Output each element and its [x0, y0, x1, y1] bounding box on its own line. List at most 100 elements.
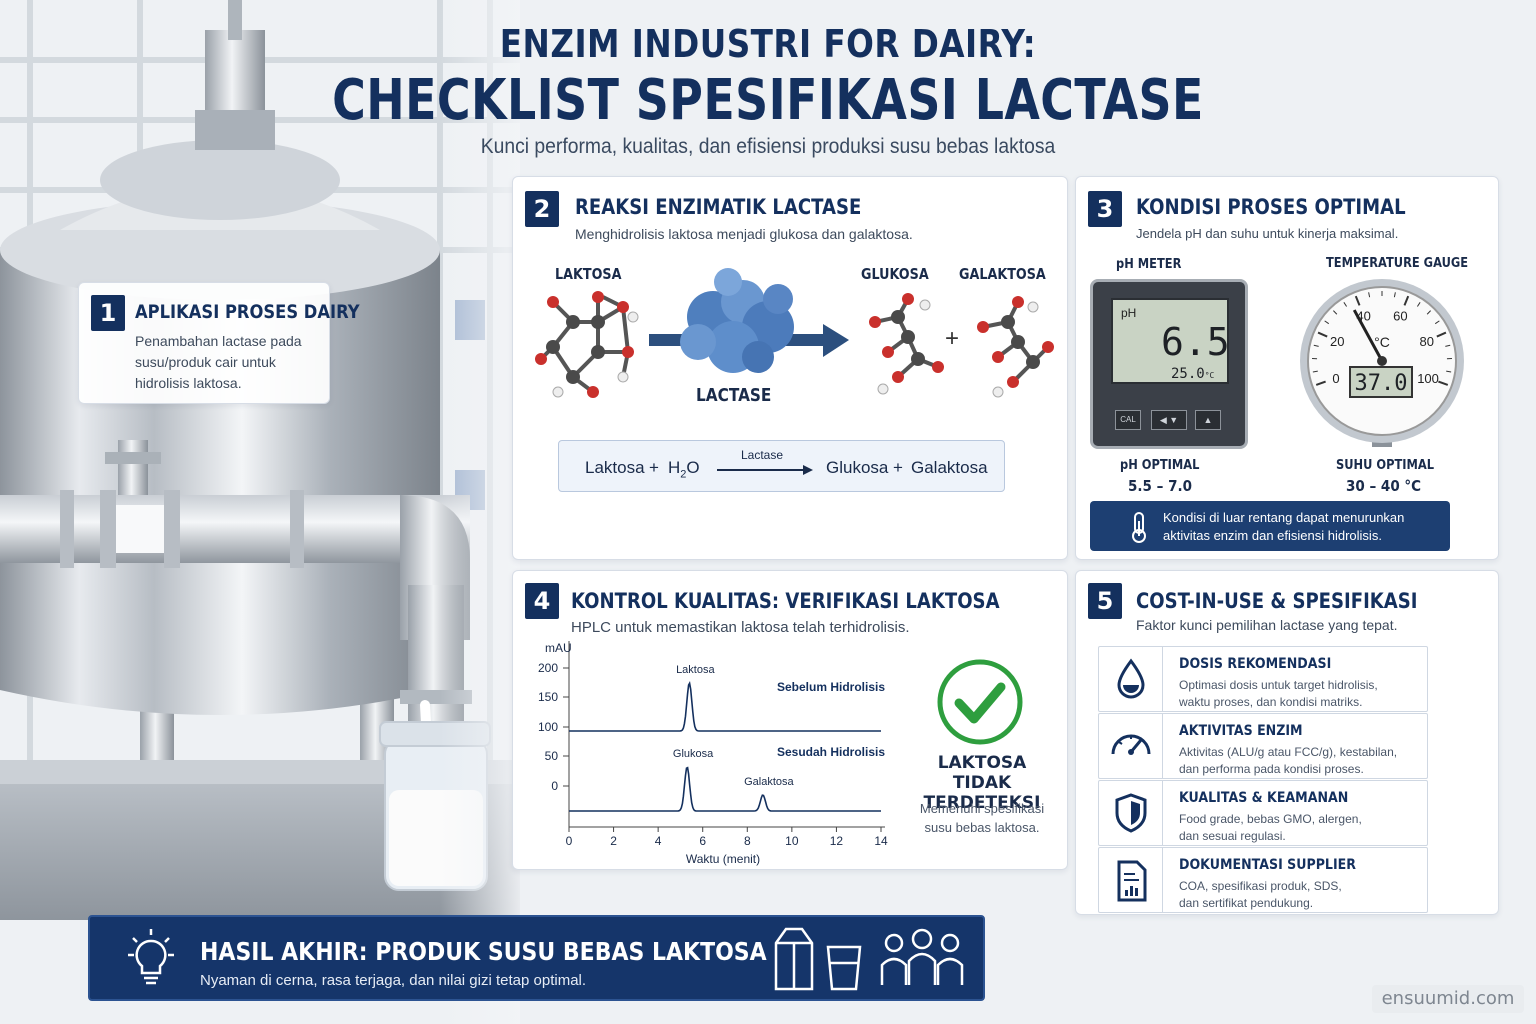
page-title-line2: CHECKLIST SPESIFIKASI LACTASE	[332, 68, 1204, 133]
card-reaksi-enzimatik: 2 REAKSI ENZIMATIK LACTASE Menghidrolisi…	[512, 176, 1068, 560]
gauge-tick	[1313, 344, 1319, 347]
series-label: Sesudah Hidrolisis	[777, 745, 885, 759]
warning-text: Kondisi di luar rentang dapat menurunkan…	[1163, 510, 1405, 543]
card4-title: KONTROL KUALITAS: VERIFIKASI LAKTOSA	[571, 589, 1000, 613]
gauge-tick	[1315, 380, 1326, 386]
x-axis-label: Waktu (menit)	[686, 852, 760, 866]
spec-icon-cell	[1099, 647, 1163, 711]
spec-title: AKTIVITAS ENZIM	[1179, 723, 1303, 739]
x-tick-label: 8	[744, 834, 751, 848]
x-tick-label: 10	[785, 834, 799, 848]
gauge-tick	[1436, 331, 1447, 338]
glass-icon	[826, 945, 862, 991]
gauge-unit: °C	[1374, 334, 1390, 350]
ph-meter-device: pH 6.5 25.0°C CAL ◀ ▼ ▲	[1090, 279, 1248, 449]
gauge-tick	[1312, 370, 1318, 373]
spec-desc: Food grade, bebas GMO, alergen,dan sesua…	[1179, 812, 1362, 843]
gauge-needle	[1352, 309, 1384, 362]
spec-dokumentasi: DOKUMENTASI SUPPLIER COA, spesifikasi pr…	[1098, 847, 1428, 913]
result-banner: HASIL AKHIR: PRODUK SUSU BEBAS LAKTOSA N…	[88, 915, 985, 1001]
peak-label: Glukosa	[673, 748, 714, 760]
card-cost-in-use: 5 COST-IN-USE & SPESIFIKASI Faktor kunci…	[1075, 570, 1499, 915]
ph-arrow-buttons[interactable]: ◀ ▼	[1151, 410, 1187, 430]
card-kontrol-kualitas: 4 KONTROL KUALITAS: VERIFIKASI LAKTOSA H…	[512, 570, 1068, 870]
down-arrow-icon: ▼	[1169, 415, 1179, 425]
card1-line: hidrolisis laktosa.	[135, 375, 242, 391]
card5-subtitle: Faktor kunci pemilihan lactase yang tepa…	[1136, 617, 1398, 633]
ph-up-button[interactable]: ▲	[1195, 410, 1221, 430]
card1-title: APLIKASI PROSES DAIRY	[135, 301, 360, 323]
gauge-label: TEMPERATURE GAUGE	[1326, 256, 1469, 271]
spec-desc: COA, spesifikasi produk, SDS,dan sertifi…	[1179, 879, 1342, 910]
y-tick-label: 50	[545, 749, 559, 763]
lightbulb-icon	[128, 929, 174, 985]
y-tick-label: 200	[538, 661, 558, 675]
card5-title: COST-IN-USE & SPESIFIKASI	[1136, 589, 1418, 613]
lactose-atoms	[535, 291, 639, 398]
x-tick-label: 0	[566, 834, 573, 848]
ph-value: 6.5	[1161, 320, 1230, 364]
card3-subtitle: Jendela pH dan suhu untuk kinerja maksim…	[1136, 226, 1399, 241]
spec-title: DOKUMENTASI SUPPLIER	[1179, 857, 1356, 873]
card3-number-badge: 3	[1088, 191, 1122, 227]
gauge-tick	[1434, 320, 1440, 325]
card3-title: KONDISI PROSES OPTIMAL	[1136, 195, 1406, 219]
gauge-tick-label: 100	[1417, 371, 1439, 386]
ph-meter-screen: pH 6.5 25.0°C	[1111, 298, 1230, 384]
speedometer-icon	[1111, 734, 1151, 755]
eq-plus: +	[893, 458, 903, 477]
series-label: Sebelum Hidrolisis	[777, 680, 885, 694]
card4-number-badge: 4	[525, 583, 559, 619]
x-tick-label: 2	[610, 834, 617, 848]
gauge-tick-label: 60	[1393, 309, 1407, 324]
peak-label: Galaktosa	[744, 776, 794, 788]
watermark-text: ensuumid.com	[1372, 985, 1524, 1013]
thermometer-icon	[1132, 512, 1146, 543]
spec-icon-cell	[1099, 848, 1163, 912]
ph-cal-button[interactable]: CAL	[1115, 410, 1141, 430]
lactase-enzyme-icon	[680, 268, 794, 373]
card4-subtitle: HPLC untuk memastikan laktosa telah terh…	[571, 619, 910, 636]
reaction-plus: +	[945, 325, 960, 352]
spec-desc: Optimasi dosis untuk target hidrolisis,w…	[1179, 678, 1378, 709]
spec-title: DOSIS REKOMENDASI	[1179, 656, 1332, 672]
card-kondisi-proses: 3 KONDISI PROSES OPTIMAL Jendela pH dan …	[1075, 176, 1499, 560]
temp-optimal-range: 30 – 40 °C	[1346, 477, 1422, 495]
eq-plus: +	[649, 458, 659, 477]
page-title-line1: ENZIM INDUSTRI FOR DAIRY:	[499, 22, 1037, 66]
label-galaktosa: GALAKTOSA	[959, 265, 1046, 283]
x-tick-label: 4	[655, 834, 662, 848]
card1-body: Penambahan lactase pada susu/produk cair…	[135, 331, 325, 394]
warning-banner: Kondisi di luar rentang dapat menurunkan…	[1090, 501, 1450, 551]
document-icon	[1117, 860, 1147, 902]
y-axis-label: mAU	[545, 641, 572, 655]
temp-optimal-label: SUHU OPTIMAL	[1336, 458, 1435, 473]
gauge-tick	[1446, 370, 1452, 373]
gauge-tick-label: 20	[1330, 334, 1344, 349]
up-arrow-icon: ▲	[1203, 415, 1213, 425]
card1-line: susu/produk cair untuk	[135, 354, 276, 370]
gauge-tick	[1438, 380, 1449, 386]
spec-dosis: DOSIS REKOMENDASI Optimasi dosis untuk t…	[1098, 646, 1428, 712]
card2-number-badge: 2	[525, 191, 559, 227]
x-tick-label: 12	[830, 834, 844, 848]
banner-subtitle: Nyaman di cerna, rasa terjaga, dan nilai…	[200, 972, 587, 989]
y-tick-label: 0	[551, 779, 558, 793]
gauge-tick	[1403, 295, 1410, 306]
card1-line: Penambahan lactase pada	[135, 333, 302, 349]
banner-title: HASIL AKHIR: PRODUK SUSU BEBAS LAKTOSA	[200, 937, 767, 966]
eq-product1: Glukosa	[826, 458, 889, 477]
card1-number-badge: 1	[91, 295, 125, 331]
milk-carton-icon	[774, 927, 814, 991]
label-glukosa: GLUKOSA	[861, 265, 929, 283]
gauge-tick	[1393, 292, 1396, 298]
gauge-tick	[1343, 302, 1348, 307]
shield-icon	[1115, 793, 1147, 833]
gauge-tick	[1333, 310, 1338, 315]
gauge-tick	[1426, 310, 1431, 315]
check-circle-icon	[937, 659, 1023, 745]
eq-arrow-icon	[717, 465, 813, 475]
ph-temp-reading: 25.0°C	[1171, 366, 1215, 382]
